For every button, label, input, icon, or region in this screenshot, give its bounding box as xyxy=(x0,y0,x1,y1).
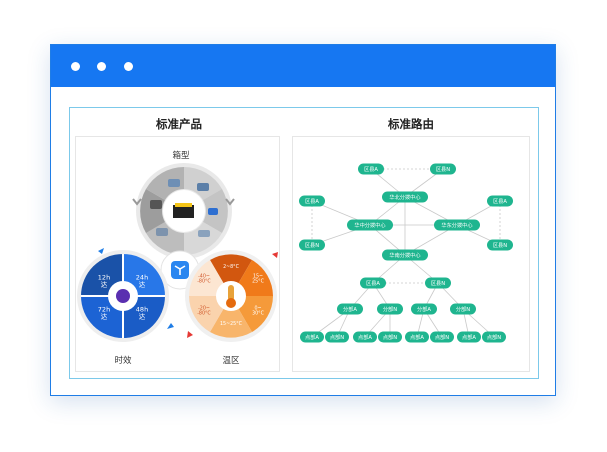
top-district-a-label: 区县A xyxy=(364,166,378,173)
right-district-a-label: 区县A xyxy=(493,198,507,205)
window-dot-2[interactable] xyxy=(97,62,106,71)
point-5-node xyxy=(430,331,454,343)
temperature-segment-label: -20~-80°C xyxy=(197,305,211,316)
left-district-n-node xyxy=(299,239,325,251)
right-district-n-label: 区县N xyxy=(493,242,507,249)
hub-south-label: 华南分拨中心 xyxy=(389,251,420,259)
window-titlebar xyxy=(51,45,555,87)
temperature-segment-label: 15~25°C xyxy=(220,321,243,327)
mid-district-n-label: 区县N xyxy=(431,280,445,287)
point-4-node xyxy=(405,331,429,343)
hub-north-label: 华北分拨中心 xyxy=(389,193,420,201)
box-type-wheel xyxy=(132,163,235,259)
mid-district-a-node xyxy=(360,277,386,289)
branch-3-node xyxy=(450,303,476,315)
point-1-node xyxy=(325,331,349,343)
temperature-segment-label: -40~-80°C xyxy=(197,273,211,284)
standard-product-title: 标准产品 xyxy=(156,117,202,131)
branch-0-label: 分部A xyxy=(343,305,357,313)
content-frame: 标准产品 标准路由 xyxy=(69,107,539,379)
left-district-n-label: 区县N xyxy=(305,242,319,249)
standard-route-title: 标准路由 xyxy=(388,117,434,131)
temperature-label: 温区 xyxy=(222,355,240,366)
time-label: 时效 xyxy=(114,355,132,366)
point-2-label: 点部A xyxy=(358,333,372,341)
top-district-n-node xyxy=(430,163,456,175)
mid-district-n-node xyxy=(425,277,451,289)
hub-central-node xyxy=(347,219,393,231)
left-district-a-node xyxy=(299,195,325,207)
branch-3-label: 分部N xyxy=(456,305,470,313)
point-3-node xyxy=(378,331,402,343)
point-7-node xyxy=(482,331,506,343)
temperature-segment-label: 2~8°C xyxy=(223,264,240,270)
branch-2-node xyxy=(411,303,437,315)
right-district-n-node xyxy=(487,239,513,251)
temperature-wheel xyxy=(185,250,278,342)
point-5-label: 点部N xyxy=(435,333,449,341)
product-panel: 箱型 xyxy=(75,136,280,372)
point-0-node xyxy=(300,331,324,343)
point-4-label: 点部A xyxy=(410,333,424,341)
branch-0-node xyxy=(337,303,363,315)
temperature-segment-label: 0~30°C xyxy=(252,305,265,316)
hub-east-label: 华东分拨中心 xyxy=(441,221,472,229)
branch-1-node xyxy=(377,303,403,315)
point-1-label: 点部N xyxy=(330,333,344,341)
point-2-node xyxy=(353,331,377,343)
browser-window: 标准产品 标准路由 xyxy=(50,44,556,396)
top-district-a-node xyxy=(358,163,384,175)
window-dot-3[interactable] xyxy=(124,62,133,71)
branch-1-label: 分部N xyxy=(383,305,397,313)
right-district-a-node xyxy=(487,195,513,207)
time-wheel xyxy=(77,248,174,342)
hub-north-node xyxy=(382,191,428,203)
point-0-label: 点部A xyxy=(305,333,319,341)
branch-2-label: 分部A xyxy=(417,305,431,313)
temperature-segment-label: 15~25°C xyxy=(252,273,265,284)
window-dot-1[interactable] xyxy=(71,62,80,71)
point-3-label: 点部N xyxy=(383,333,397,341)
mid-district-a-label: 区县A xyxy=(366,280,380,287)
point-7-label: 点部N xyxy=(487,333,501,341)
product-diagram: 箱型 xyxy=(77,150,278,366)
hub-central-label: 华中分拨中心 xyxy=(354,221,385,229)
point-6-node xyxy=(457,331,481,343)
point-6-label: 点部A xyxy=(462,333,476,341)
hub-south-node xyxy=(382,249,428,261)
hub-east-node xyxy=(434,219,480,231)
left-district-a-label: 区县A xyxy=(305,198,319,205)
box-type-label: 箱型 xyxy=(172,150,190,161)
top-district-n-label: 区县N xyxy=(436,166,450,173)
